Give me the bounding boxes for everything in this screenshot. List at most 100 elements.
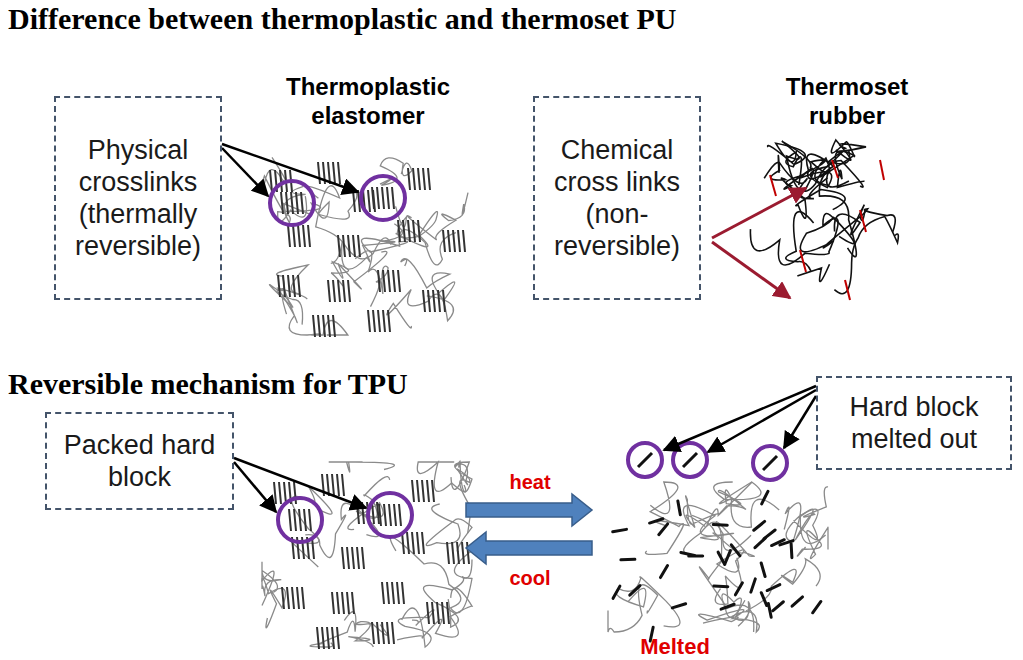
polymer-chain — [616, 577, 680, 627]
hard-block — [313, 315, 315, 337]
hard-block-circles — [270, 176, 787, 542]
hard-block — [399, 504, 401, 526]
hard-block — [389, 504, 391, 526]
hard-block — [368, 190, 370, 212]
hard-block — [333, 280, 335, 302]
hard-block — [288, 275, 290, 297]
hard-block — [428, 168, 430, 190]
hard-block — [382, 582, 384, 604]
hard-block — [418, 168, 420, 190]
hard-block — [362, 547, 364, 569]
hard-block — [327, 627, 329, 649]
hard-block — [281, 192, 283, 214]
hard-block — [458, 230, 460, 252]
polymer-chain — [784, 503, 818, 542]
hard-block — [353, 190, 355, 212]
polymer-chain — [387, 290, 454, 328]
crosslink — [832, 160, 838, 178]
hard-block — [328, 280, 330, 302]
hard-block — [357, 547, 359, 569]
crosslink-arrows — [712, 188, 806, 298]
hard-block — [347, 592, 349, 614]
hard-block — [659, 524, 668, 535]
hard-block — [333, 315, 335, 337]
hard-block — [398, 220, 400, 242]
polymer-chain — [426, 504, 472, 552]
hard-block — [731, 545, 740, 556]
hard-block — [447, 542, 449, 564]
hard-block — [392, 582, 394, 604]
hard-block — [792, 597, 802, 606]
hard-block — [761, 593, 766, 606]
hard-block — [332, 627, 334, 649]
hard-block — [762, 491, 768, 504]
hard-block — [613, 586, 620, 598]
hard-block — [452, 542, 454, 564]
hard-block — [718, 552, 725, 564]
hard-block — [337, 592, 339, 614]
hard-block — [394, 504, 396, 526]
polymer-chain — [686, 496, 720, 528]
hard-block — [780, 541, 793, 545]
hard-block — [751, 579, 755, 592]
hard-block — [352, 592, 354, 614]
label: Thermoset rubber — [752, 72, 942, 130]
hard-block — [392, 187, 394, 209]
crosslink — [800, 250, 806, 272]
hard-block — [683, 453, 697, 467]
hard-block — [303, 225, 305, 247]
box-text: Hard block melted out — [826, 391, 1002, 455]
hard-block — [417, 480, 419, 502]
hard-block — [318, 315, 320, 337]
polymer-chain — [282, 190, 357, 219]
hard-block — [304, 509, 306, 531]
hard-block — [725, 551, 730, 564]
polymer-chain — [771, 170, 846, 218]
hard-block — [383, 270, 385, 292]
label: Melted — [615, 634, 735, 660]
hard-block — [358, 235, 360, 257]
hard-block — [282, 587, 284, 609]
hard-block — [378, 310, 380, 332]
hard-block — [437, 602, 439, 624]
hard-block — [322, 627, 324, 649]
hard-block — [393, 270, 395, 292]
crosslink — [770, 175, 776, 196]
hard-block — [463, 230, 465, 252]
tpu-structure — [261, 157, 468, 337]
hard-block — [342, 592, 344, 614]
hard-block — [417, 532, 419, 554]
hard-block — [383, 310, 385, 332]
label: heat — [490, 470, 570, 494]
hard-block — [713, 523, 727, 527]
polymer-chain — [820, 151, 865, 187]
hard-block — [678, 501, 680, 515]
hard-block — [337, 474, 339, 496]
hard-block — [318, 162, 320, 184]
hard-block — [280, 170, 282, 192]
section-heading: Reversible mechanism for TPU — [8, 366, 608, 402]
hard-block — [348, 235, 350, 257]
hard-block — [379, 504, 381, 526]
polymer-chain — [786, 212, 830, 282]
hard-block — [754, 521, 765, 530]
hard-block — [767, 585, 780, 591]
hard-block — [388, 310, 390, 332]
polymer-chain — [417, 462, 465, 492]
hard-block — [721, 604, 734, 609]
hard-block — [392, 622, 394, 644]
hard-block — [763, 456, 777, 470]
hard-block — [442, 602, 444, 624]
crosslink — [845, 280, 850, 300]
hard-block — [681, 552, 695, 555]
polymer-chain — [692, 515, 754, 556]
hard-block — [397, 582, 399, 604]
polymer-chain — [746, 559, 820, 611]
hard-block — [298, 275, 300, 297]
hard-block — [382, 622, 384, 644]
hard-block — [462, 542, 464, 564]
hard-block — [347, 547, 349, 569]
hard-block — [279, 482, 281, 504]
hard-block — [433, 290, 435, 312]
hard-block — [288, 225, 290, 247]
